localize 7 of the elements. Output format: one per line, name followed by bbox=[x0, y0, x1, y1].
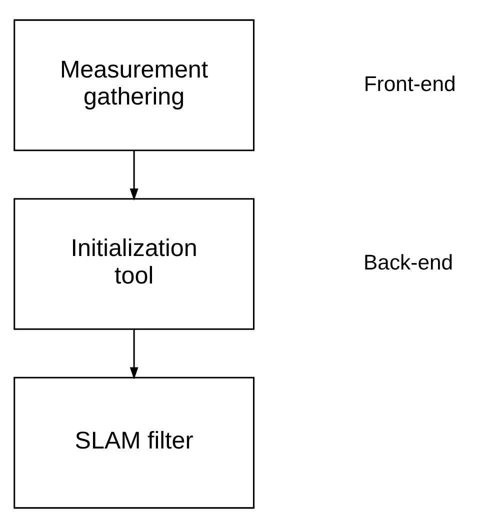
label: Back-end bbox=[364, 251, 454, 274]
label: Front-end bbox=[364, 72, 456, 96]
arrow bbox=[130, 328, 138, 379]
node-box: SLAM filter bbox=[14, 376, 255, 508]
node-box: Measurement gathering bbox=[14, 18, 255, 151]
arrow bbox=[130, 150, 138, 200]
node-box: Initialization tool bbox=[14, 198, 255, 330]
